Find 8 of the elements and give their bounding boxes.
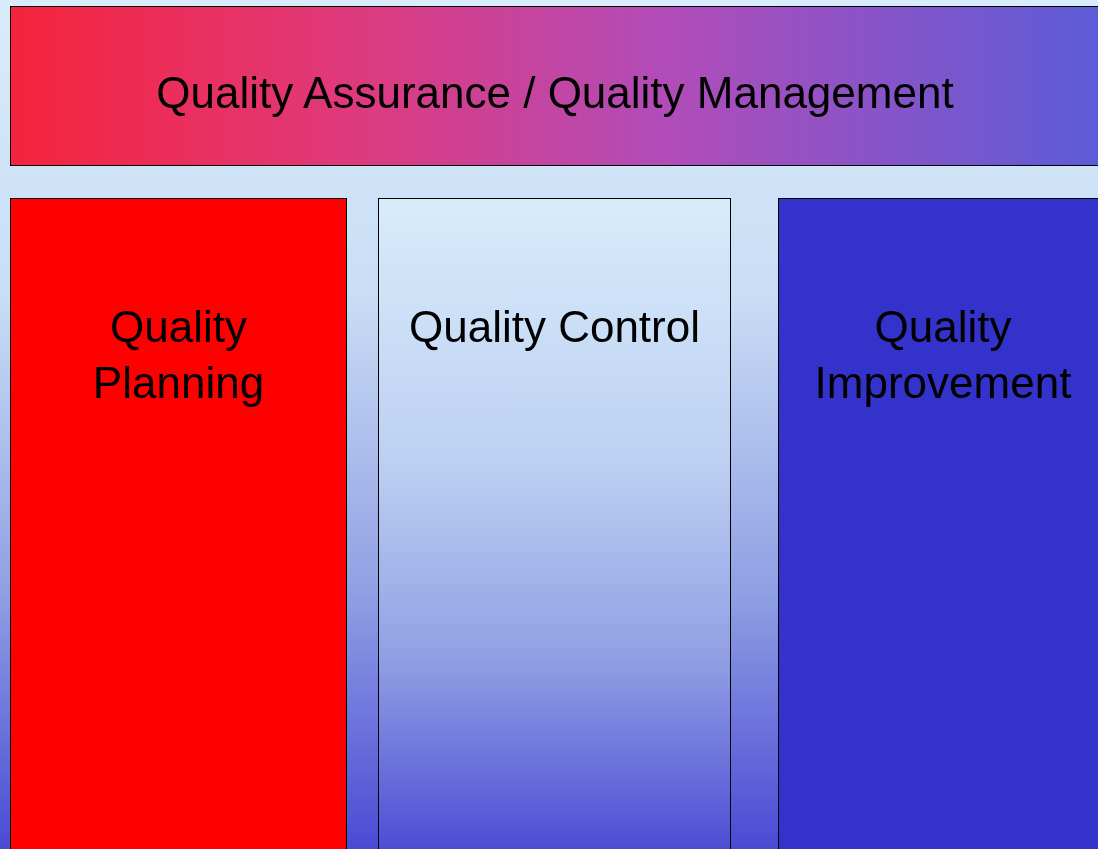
- banner-panel: [10, 6, 1098, 166]
- banner-title: Quality Assurance / Quality Management: [155, 67, 955, 119]
- pillar-panel: [378, 198, 731, 849]
- pillar-panel: [778, 198, 1098, 849]
- pillar-title: Quality Improvement: [813, 301, 1073, 409]
- pillar-panel: [10, 198, 347, 849]
- pillar-title: Quality Control: [408, 301, 701, 353]
- pillar-title: Quality Planning: [91, 301, 266, 409]
